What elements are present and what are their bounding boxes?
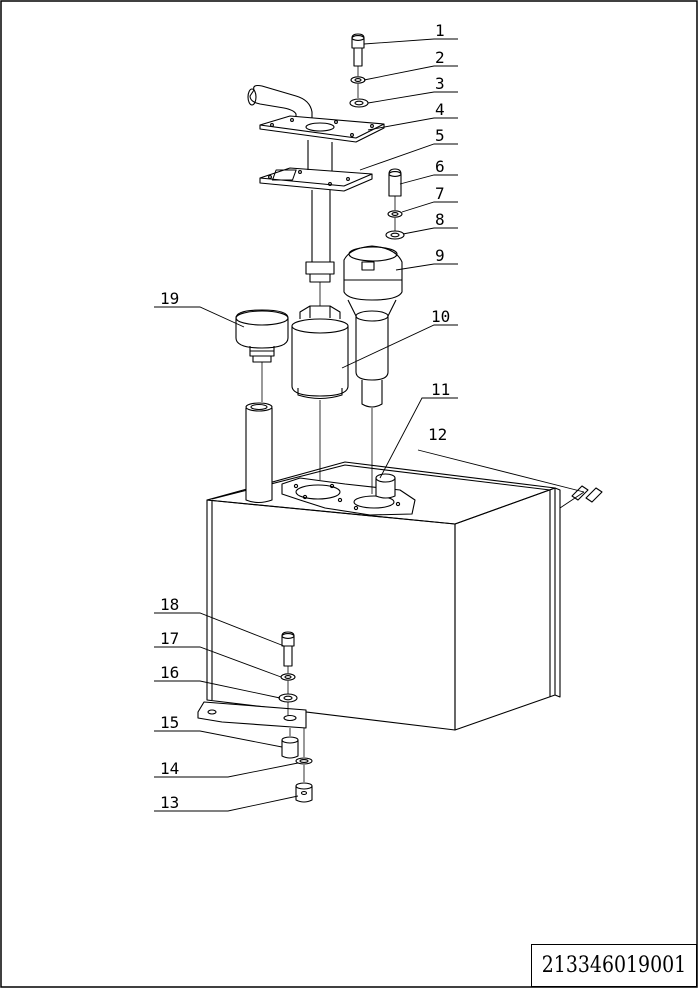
title-block: 213346019001 xyxy=(531,944,697,987)
callout-8: 8 xyxy=(435,210,445,229)
part-19-breather-cap xyxy=(235,309,289,363)
bottom-mount-bracket xyxy=(197,701,307,729)
part-15-spacer xyxy=(281,736,299,759)
part-9-filter-housing xyxy=(343,245,403,408)
part-16-flat-washer xyxy=(278,693,298,703)
callout-13: 13 xyxy=(160,793,179,812)
callout-5: 5 xyxy=(435,126,445,145)
tank-top-mount-plate xyxy=(281,477,416,516)
part-7-spring-washer xyxy=(387,210,403,218)
callout-labels: 1 2 3 4 5 6 7 8 9 10 11 12 13 14 15 16 1… xyxy=(160,21,450,812)
callout-16: 16 xyxy=(160,663,179,682)
callout-12: 12 xyxy=(428,425,447,444)
part-12-screws xyxy=(571,485,603,503)
part-3-flat-washer xyxy=(349,98,369,108)
callout-leader-lines xyxy=(154,38,585,812)
part-13-plug xyxy=(295,782,313,803)
callout-6: 6 xyxy=(435,157,445,176)
callout-10: 10 xyxy=(431,307,450,326)
part-1-bolt xyxy=(351,33,365,67)
callout-15: 15 xyxy=(160,713,179,732)
filler-neck-pipe xyxy=(245,402,273,504)
part-17-spring-washer xyxy=(280,673,296,681)
callout-3: 3 xyxy=(435,74,445,93)
callout-11: 11 xyxy=(431,380,450,399)
part-6-bolt xyxy=(388,168,402,197)
part-5-flange-tube xyxy=(259,140,373,283)
part-2-spring-washer xyxy=(350,76,366,84)
part-8-flat-washer xyxy=(385,230,405,240)
callout-7: 7 xyxy=(435,184,445,203)
callout-9: 9 xyxy=(435,246,445,265)
callout-18: 18 xyxy=(160,595,179,614)
drawing-number: 213346019001 xyxy=(541,953,687,978)
part-4-elbow-pipe-flange xyxy=(247,84,385,143)
part-11-boss xyxy=(375,473,396,499)
callout-1: 1 xyxy=(435,21,445,40)
part-18-bolt xyxy=(281,631,295,667)
assembly-centerlines xyxy=(261,66,396,782)
callout-19: 19 xyxy=(160,289,179,308)
callout-4: 4 xyxy=(435,100,445,119)
callout-2: 2 xyxy=(435,48,445,67)
callout-17: 17 xyxy=(160,629,179,648)
callout-14: 14 xyxy=(160,759,179,778)
part-10-filter-element xyxy=(291,305,349,400)
part-14-o-ring xyxy=(295,757,313,765)
